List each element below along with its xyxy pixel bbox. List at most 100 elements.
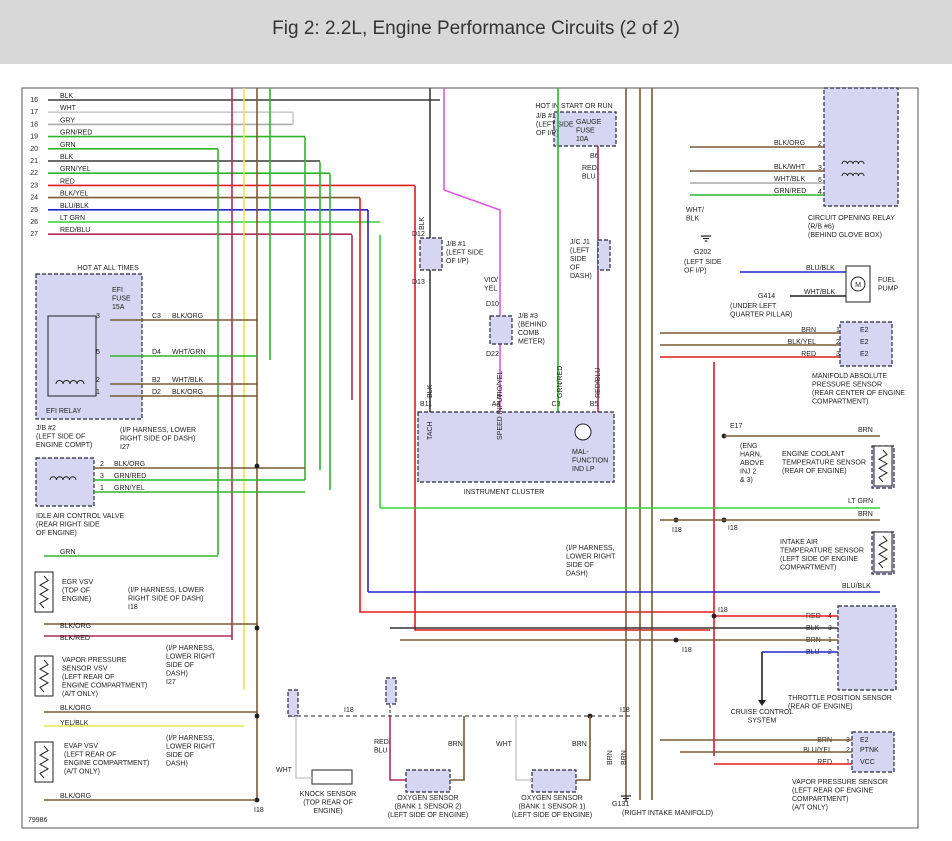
map-pin: 1 [836,327,840,334]
i18-tps2-label: I18 [682,647,692,654]
wire-row-pin: 18 [30,121,38,128]
o2-1-wire-wht: WHT [496,741,513,748]
cluster-pin: C3 [552,401,561,408]
jc-box [597,239,611,271]
egr-wire-label: BLK/ORG [60,623,91,630]
jb3-box [489,315,513,345]
jb1-top: D12 [412,231,425,238]
jb1-wire: BLK [419,216,426,230]
harness-note-i18: I18 [128,604,138,611]
figure-title: Fig 2: 2.2L, Engine Performance Circuits… [272,18,680,39]
cor-wire: WHT/BLK [774,176,805,183]
vps-vsv-name: (A/T ONLY) [62,691,98,698]
cluster-wire: RED/BLU [595,368,602,398]
g414-loc: QUARTER PILLAR) [730,312,793,319]
g202-wire: WHT/ [686,207,704,214]
iac-wire-color: GRN/RED [114,473,146,480]
harness-note-i27b: (I/P HARNESS, [166,645,215,652]
map-terminal: E2 [860,351,869,358]
ip-right-note: LOWER RIGHT [566,554,616,561]
efi-relay-location: ENGINE COMPT) [36,442,92,449]
cluster-pin: B5 [590,401,599,408]
efi-pin-number: 1 [96,389,100,396]
o2-2-name: OXYGEN SENSOR [397,795,458,802]
wire-row-color: BLK/YEL [60,191,89,198]
evap-name: EVAP VSV [64,743,98,750]
egr-name: EGR VSV [62,579,93,586]
cor-wire: GRN/RED [774,188,806,195]
vps-vsv-name: (LEFT REAR OF [62,674,114,681]
figure-id: 79986 [28,817,48,824]
cor-coil-2 [841,172,865,177]
efi-fuse-label: EFI [112,287,123,294]
o2-2-wire-brn: BRN [448,741,463,748]
jc-label: DASH) [570,273,592,280]
wire-row-color: LT GRN [60,215,85,222]
wire-row-pin: 25 [30,207,38,214]
evap-name: ENGINE COMPARTMENT) [64,760,149,767]
iac-pin-number: 2 [100,461,104,468]
cruise-label: CRUISE CONTROL [731,709,794,716]
wire-row-pin: 16 [30,97,38,104]
map-name: MANIFOLD ABSOLUTE [812,373,887,380]
ip-right-note: (I/P HARNESS, [566,545,615,552]
o2-2-wire: BLU [374,748,388,755]
harness-note-i27: (I/P HARNESS, LOWER [120,427,196,434]
cor-name: (BEHIND GLOVE BOX) [808,232,882,239]
egr-name: (TOP OF [62,588,90,595]
o2-1-name: (LEFT SIDE OF ENGINE) [512,812,592,819]
efi-wire-color: WHT/BLK [172,377,203,384]
splice-i18b [254,797,260,803]
jc-label: J/C J1 [570,239,590,246]
cluster-func: SPEED INPUT [497,393,504,440]
cor-pin: 4 [818,189,822,196]
splice-i18-tps [711,613,717,619]
wire-row-pin: 23 [30,182,38,189]
iat-name: COMPARTMENT) [780,565,837,572]
jb1-label: (LEFT SIDE [446,250,484,257]
i18-shield-label: I18 [344,707,354,714]
map-sensor-box [839,321,893,367]
egr-name: ENGINE) [62,596,91,603]
harness-note-i18: RIGHT SIDE OF DASH) [128,596,203,603]
efi-conn-id: D2 [152,389,161,396]
map-name: PRESSURE SENSOR [812,382,882,389]
gauge-pin: B6 [590,153,599,160]
jb3-label: (BEHIND [518,322,547,329]
cluster-pin: A4 [492,401,501,408]
o2-1-name: OXYGEN SENSOR [521,795,582,802]
efi-pin-number: 5 [96,349,100,356]
jb1-left-box [419,237,443,271]
g131-wire-2: BRN [621,750,628,765]
jc-label: (LEFT [570,248,590,255]
iac-wire-color: BLK/ORG [114,461,145,468]
jb1-bottom: D13 [412,279,425,286]
o2-1-wire-brn: BRN [572,741,587,748]
map-name: (REAR CENTER OF ENGINE [812,390,905,397]
vps-wire: BLU/YEL [803,747,832,754]
map-pin: 3 [836,351,840,358]
map-wire: BLK/YEL [788,339,817,346]
vps-terminal: VCC [860,759,875,766]
cluster-wire: GRN/RED [557,366,564,398]
jb1-label: J/B #1 [446,241,466,248]
gauge-wire: RED/ [582,165,599,172]
iac-name: IDLE AIR CONTROL VALVE [36,513,125,520]
wire-row-color: BLK [60,154,74,161]
o2-sensor-2-box [405,769,451,793]
efi-relay-name: EFI RELAY [46,408,82,415]
fuel-pump-name: PUMP [878,286,899,293]
wire-row-pin: 22 [30,170,38,177]
i18-label: I18 [254,807,264,814]
iac-pin-number: 3 [100,473,104,480]
vps-name: (A/T ONLY) [792,805,828,812]
i18-r2-label: I18 [728,525,738,532]
i18-tps-label: I18 [718,607,728,614]
iat-name: TEMPERATURE SENSOR [780,548,864,555]
harness-note-i27b: SIDE OF [166,662,194,669]
knock-sensor-box [311,769,353,785]
o2-2-brn-line [450,716,465,781]
jb3-wire: YEL [484,286,497,293]
gauge-wire: BLU [582,174,596,181]
efi-wire-color: BLK/ORG [172,389,203,396]
